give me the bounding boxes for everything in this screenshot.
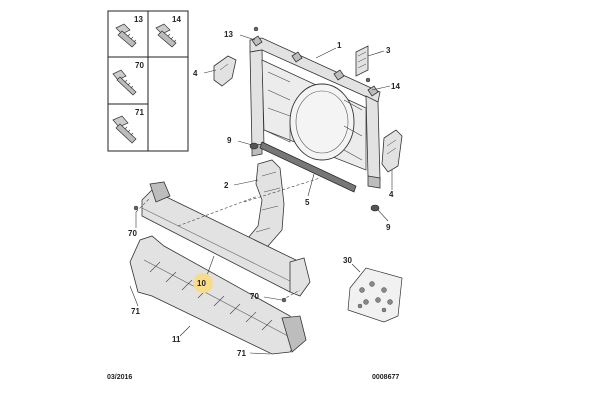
fastener-cell-13[interactable]: 13 <box>115 15 143 48</box>
callout-14[interactable]: 14 <box>391 82 400 91</box>
part-5-seal-strip[interactable] <box>259 141 357 193</box>
part-2-absorber-bracket[interactable] <box>247 159 285 251</box>
callout-4-lower[interactable]: 4 <box>389 190 394 199</box>
part-30-fastener-kit[interactable] <box>347 267 403 323</box>
footer-date: 03/2016 <box>107 374 132 381</box>
callout-1[interactable]: 1 <box>337 41 342 50</box>
part-4-bracket-lower[interactable] <box>381 129 403 173</box>
leader-lines <box>129 34 393 355</box>
part-9-grommet-right[interactable] <box>370 204 380 212</box>
bolt-flange-icon <box>115 23 137 48</box>
screw-icon <box>112 69 137 96</box>
callout-9-right[interactable]: 9 <box>386 223 391 232</box>
part-10-bumper-beam[interactable] <box>141 181 311 297</box>
callout-4-upper[interactable]: 4 <box>193 69 198 78</box>
fastener-cell-14[interactable]: 14 <box>155 15 181 48</box>
callout-9-left[interactable]: 9 <box>227 136 232 145</box>
part-9-grommet-left[interactable] <box>249 142 259 150</box>
part-4-bracket-upper[interactable] <box>213 55 237 87</box>
fastener-cell-71[interactable]: 71 <box>112 108 144 144</box>
callout-70-lower[interactable]: 70 <box>250 292 259 301</box>
fastener-70-number: 70 <box>135 61 144 70</box>
callout-13[interactable]: 13 <box>224 30 233 39</box>
callout-3[interactable]: 3 <box>386 46 391 55</box>
screw-70-lower <box>281 297 287 303</box>
callouts: 13 1 3 4 14 9 2 5 4 9 70 10 30 70 71 11 … <box>128 30 400 358</box>
fastener-13-number: 13 <box>134 15 143 24</box>
part-3-bracket[interactable] <box>355 45 369 77</box>
bolt-flange-icon <box>155 23 177 48</box>
fastener-71-number: 71 <box>135 108 144 117</box>
fastener-table: 13 14 70 71 <box>107 10 189 152</box>
callout-11[interactable]: 11 <box>172 335 181 344</box>
fastener-cell-70[interactable]: 70 <box>112 61 144 96</box>
screw-13 <box>253 26 259 32</box>
callout-10[interactable]: 10 <box>197 279 206 288</box>
screw-70-upper <box>133 205 139 211</box>
callout-70-upper[interactable]: 70 <box>128 229 137 238</box>
callout-30[interactable]: 30 <box>343 256 352 265</box>
callout-71-left[interactable]: 71 <box>131 307 140 316</box>
callout-5[interactable]: 5 <box>305 198 310 207</box>
screw-14 <box>365 77 371 83</box>
callout-10-highlight <box>193 273 213 293</box>
part-11-energy-absorber[interactable] <box>129 235 307 355</box>
callout-71-right[interactable]: 71 <box>237 349 246 358</box>
fastener-14-number: 14 <box>172 15 181 24</box>
footer-reference-number: 0008677 <box>372 374 399 381</box>
bolt-flange-icon <box>112 115 137 144</box>
callout-2[interactable]: 2 <box>224 181 229 190</box>
part-1-front-end-carrier[interactable] <box>249 35 381 189</box>
